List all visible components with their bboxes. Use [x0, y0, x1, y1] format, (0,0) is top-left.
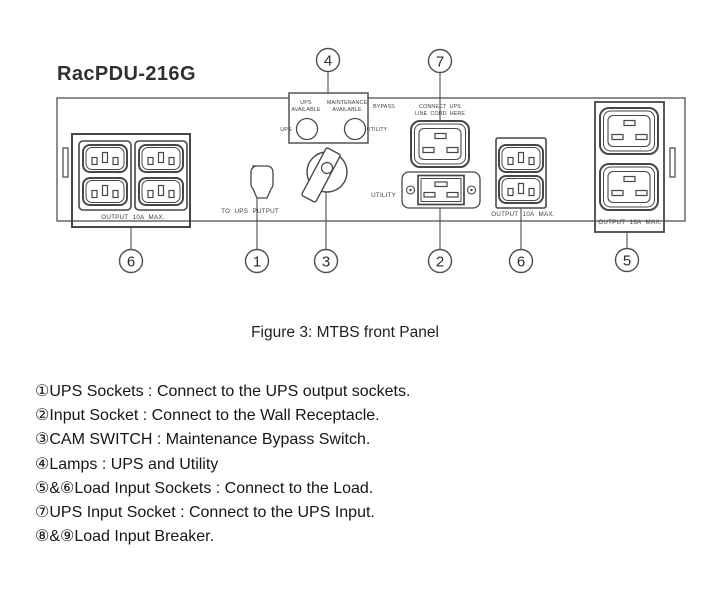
callout-lines [130, 72, 628, 250]
utility-socket-label: UTILITY [371, 192, 396, 199]
legend-item-6: ⑦UPS Input Socket : Connect to the UPS I… [35, 504, 375, 522]
mid-output-socket-group: OUTPUT 10A MAX. [491, 137, 555, 218]
lamp-panel: UPS AVAILABLE MAINTENANCE AVAILABLE UPS … [280, 92, 395, 144]
right-mounting-slot [669, 147, 676, 178]
svg-text:1: 1 [253, 254, 261, 271]
screw-icon [466, 185, 477, 195]
callout-5: 5 [614, 247, 640, 273]
legend-item-1: ①UPS Sockets : Connect to the UPS output… [35, 383, 411, 400]
to-ups-output-label: TO UPS PUTPUT [221, 208, 279, 215]
utility-input-socket [401, 171, 481, 209]
c13-socket [82, 144, 128, 173]
left-output-socket-group: OUTPUT 10A MAX. [71, 133, 191, 228]
legend-item-4: ④Lamps : UPS and Utility [35, 455, 219, 473]
legend-item-2: ②Input Socket : Connect to the Wall Rece… [35, 407, 380, 425]
utility-lamp [343, 117, 367, 141]
utility-lamp-label: UTILITY [367, 127, 388, 133]
svg-text:2: 2 [436, 254, 444, 271]
panel-drawing: OUTPUT 10A MAX. TO UPS PUTPUT UPS AVAILA… [56, 47, 686, 274]
to-ups-output-grommet [250, 165, 274, 199]
c19-socket [599, 163, 659, 211]
cam-switch-hole [320, 161, 334, 175]
ups-available-label-line1: UPS [300, 100, 312, 106]
c13-socket [82, 177, 128, 206]
callout-4: 4 [315, 47, 341, 73]
cam-switch [301, 147, 348, 203]
right-output-socket-group: OUTPUT 16A MAX. [594, 101, 665, 233]
maintenance-available-label-line2: AVAILABLE [332, 107, 361, 113]
c19-socket [599, 107, 659, 155]
callout-1: 1 [244, 248, 270, 274]
callout-6-right: 6 [508, 248, 534, 274]
bypass-label: BYPASS [373, 104, 395, 110]
svg-text:3: 3 [322, 254, 330, 271]
legend-item-3: ③CAM SWITCH : Maintenance Bypass Switch. [35, 431, 371, 449]
svg-text:7: 7 [436, 54, 444, 71]
screw-icon [405, 185, 416, 195]
ups-lamp [295, 117, 319, 141]
callout-6-left: 6 [118, 248, 144, 274]
svg-text:4: 4 [324, 53, 332, 70]
mid-output-label: OUTPUT 10A MAX. [491, 211, 555, 218]
c20-inlet [410, 120, 470, 168]
c13-socket [138, 177, 184, 206]
callout-7: 7 [427, 48, 453, 74]
product-title: RacPDU-216G [57, 63, 196, 85]
cam-switch-handle [301, 147, 341, 203]
svg-text:6: 6 [517, 254, 525, 271]
c13-socket [498, 144, 544, 173]
left-output-label: OUTPUT 10A MAX. [101, 214, 165, 221]
legend-item-7: ⑧&⑨Load Input Breaker. [35, 528, 215, 546]
c13-socket [138, 144, 184, 173]
legend-list: ①UPS Sockets : Connect to the UPS output… [35, 380, 410, 549]
figure-caption: Figure 3: MTBS front Panel [251, 324, 439, 341]
left-mounting-slot [62, 147, 69, 178]
ups-available-label-line2: AVAILABLE [291, 107, 320, 113]
ups-lamp-label: UPS [280, 127, 292, 133]
chassis-outline [56, 97, 686, 222]
c13-socket [498, 175, 544, 204]
maintenance-available-label-line1: MAINTENANCE [327, 100, 368, 106]
callout-3: 3 [313, 248, 339, 274]
svg-text:6: 6 [127, 254, 135, 271]
right-output-label: OUTPUT 16A MAX. [598, 219, 662, 226]
callout-2: 2 [427, 248, 453, 274]
svg-text:5: 5 [623, 253, 631, 270]
legend-item-5: ⑤&⑥Load Input Sockets : Connect to the L… [35, 479, 374, 497]
